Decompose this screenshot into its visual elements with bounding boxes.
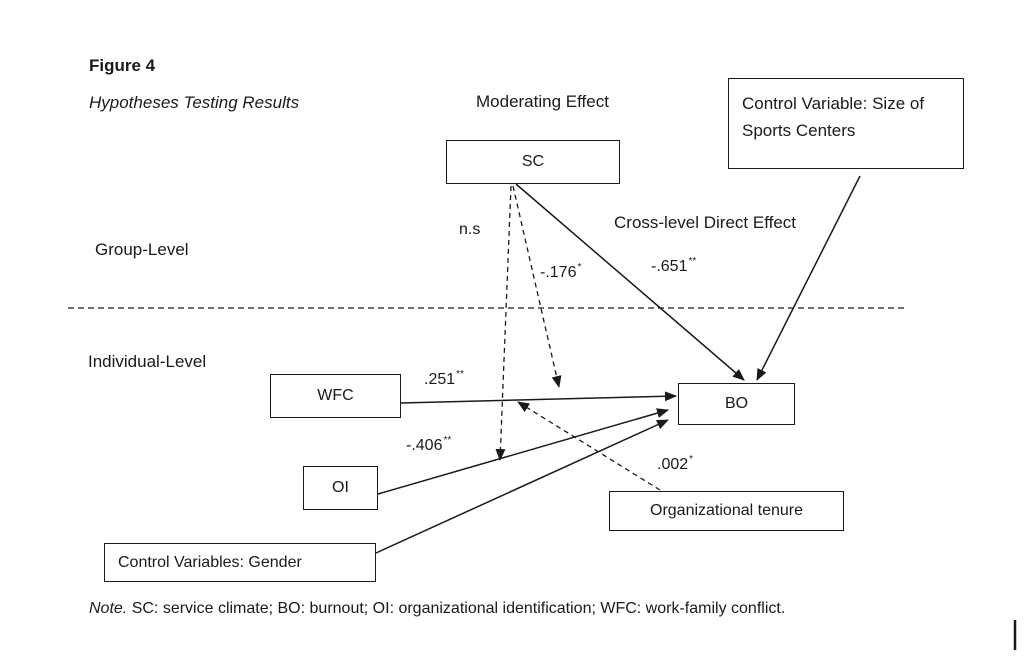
coef-wfc-bo: .251**	[424, 369, 464, 388]
moderating-effect-label: Moderating Effect	[476, 92, 609, 111]
wfc-to-bo-arrow	[400, 391, 677, 404]
sc-moderation-arrow	[512, 185, 562, 388]
ns-label: n.s	[459, 221, 481, 238]
bo-box: BO	[678, 383, 795, 425]
sc-to-bo-arrow	[515, 183, 745, 381]
coef-tenure: .002*	[657, 454, 694, 473]
control-size-box: Control Variable: Size of Sports Centers	[728, 78, 964, 169]
organizational-tenure-box: Organizational tenure	[609, 491, 844, 531]
cross-level-direct-effect-label: Cross-level Direct Effect	[614, 213, 797, 232]
gender-to-bo-arrow	[375, 419, 669, 554]
coef-sc-bo: -.651**	[651, 256, 697, 275]
group-level-label: Group-Level	[95, 240, 189, 259]
control-size-to-bo-arrow	[756, 175, 861, 381]
oi-to-bo-arrow	[377, 408, 669, 495]
figure-note: Note. SC: service climate; BO: burnout; …	[89, 600, 786, 617]
figure-title: Hypotheses Testing Results	[89, 93, 300, 112]
control-gender-box: Control Variables: Gender	[104, 543, 376, 582]
individual-level-label: Individual-Level	[88, 352, 207, 371]
tenure-moderation-arrow	[517, 401, 661, 491]
oi-box: OI	[303, 466, 378, 510]
sc-moderation-ns-arrow	[495, 185, 512, 461]
coef-sc-moderation: -.176*	[540, 262, 582, 281]
coef-oi-bo: -.406**	[406, 435, 452, 454]
wfc-box: WFC	[270, 374, 401, 418]
figure-number: Figure 4	[89, 56, 156, 75]
sc-box: SC	[446, 140, 620, 184]
